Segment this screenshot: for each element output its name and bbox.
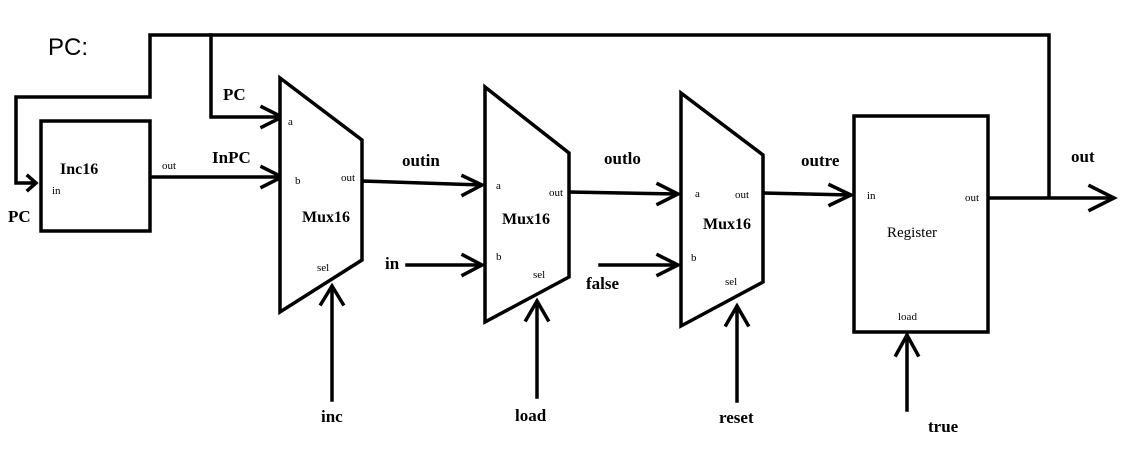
diagram-title: PC: (48, 34, 88, 61)
mux1-port-a: a (288, 116, 293, 128)
signal-outlo-label: outlo (604, 149, 641, 168)
wire-outin (360, 179, 482, 187)
arrow-mux2-sel (523, 297, 551, 323)
arrow-mux2-b (460, 252, 486, 278)
mux3-port-a: a (695, 188, 700, 200)
arrow-register-in (827, 182, 856, 208)
register-port-load: load (898, 311, 917, 323)
mux2-port-out: out (549, 187, 563, 199)
arrowheads (25, 104, 1118, 358)
register-block (852, 114, 990, 334)
mux2-port-sel: sel (533, 269, 545, 281)
mux3-port-b: b (691, 252, 697, 264)
register-port-out: out (965, 192, 979, 204)
mux2-port-a: a (496, 180, 501, 192)
signal-inpc-label: InPC (212, 148, 251, 167)
inc16-port-out: out (162, 160, 176, 172)
mux3-block (679, 89, 765, 329)
arrow-register-load (893, 331, 921, 358)
wire-outlo (567, 190, 678, 196)
signal-pc-a-label: PC (223, 85, 246, 104)
arrow-mux3-b (655, 252, 682, 278)
register-name: Register (887, 225, 937, 241)
signal-pc-in-label: PC (8, 207, 31, 226)
signal-out-label: out (1071, 147, 1095, 166)
mux2-name: Mux16 (502, 211, 550, 228)
arrow-inc16-in (25, 173, 39, 193)
inc16-port-in: in (52, 185, 61, 197)
signal-false-label: false (586, 274, 620, 293)
signal-true-label: true (928, 417, 959, 436)
mux1-port-sel: sel (317, 262, 329, 274)
arrow-mux3-a (655, 181, 682, 207)
feedback-wire-inc (14, 33, 1051, 199)
mux3-port-sel: sel (725, 276, 737, 288)
mux2-port-b: b (496, 251, 502, 263)
register-port-in: in (867, 190, 876, 202)
signal-inc-label: inc (321, 407, 343, 426)
mux1-block (278, 74, 364, 316)
mux1-port-b: b (295, 175, 301, 187)
mux1-name: Mux16 (302, 209, 350, 226)
mux2-block (483, 83, 571, 325)
inc16-name: Inc16 (60, 161, 98, 178)
mux3-name: Mux16 (703, 216, 751, 233)
signal-reset-label: reset (719, 408, 754, 427)
signal-in-label: in (385, 254, 400, 273)
signal-load-label: load (515, 406, 547, 425)
mux3-port-out: out (735, 189, 749, 201)
arrow-mux1-sel (318, 282, 346, 307)
arrow-mux3-sel (723, 302, 751, 328)
wire-outre (761, 191, 851, 197)
feedback-wire-mux1-a (209, 33, 282, 119)
signal-outin-label: outin (402, 151, 440, 170)
mux1-port-out: out (341, 172, 355, 184)
signal-outre-label: outre (801, 151, 840, 170)
arrow-out (1087, 183, 1118, 213)
inc16-block (39, 119, 152, 233)
arrow-mux2-a (460, 173, 486, 198)
